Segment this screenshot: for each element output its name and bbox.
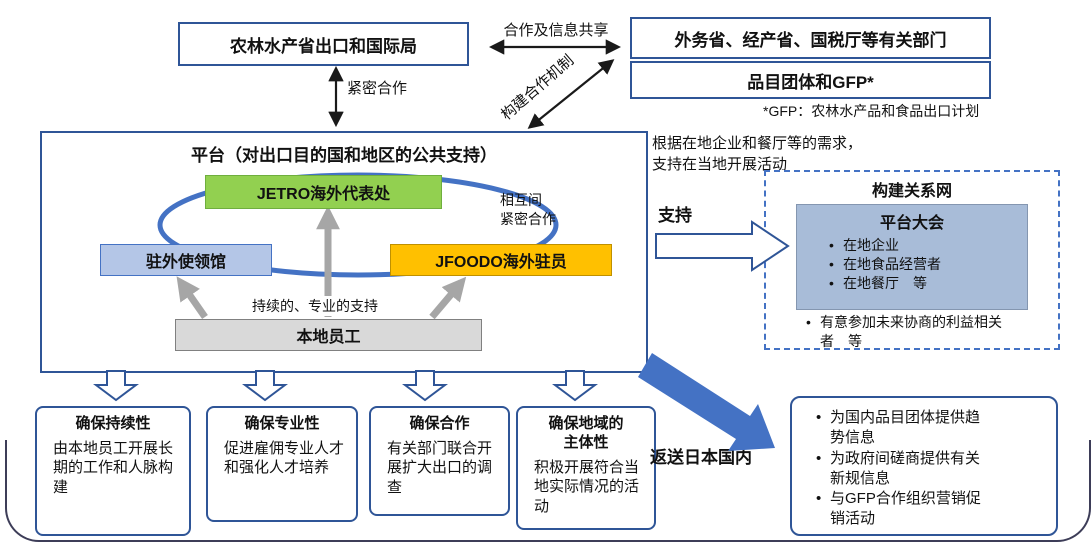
support-arrow-left — [176, 276, 208, 320]
close-coop-label: 紧密合作 — [347, 80, 408, 97]
support-arrow-right — [429, 276, 467, 320]
card-regional-initiative: 确保地域的 主体性 积极开展符合当地实际情况的活动 — [516, 406, 656, 530]
card-title: 确保持续性 — [75, 415, 151, 432]
card-body: 积极开展符合当地实际情况的活动 — [534, 458, 640, 515]
card-title: 确保专业性 — [244, 415, 320, 432]
jetro-box: JETRO海外代表处 — [205, 175, 442, 209]
network-title: 构建关系网 — [871, 183, 952, 200]
jfoodo-box: JFOODO海外驻员 — [390, 244, 612, 276]
platform-title: 平台（对出口目的国和地区的公共支持） — [191, 146, 497, 165]
assembly-bullet: 在地餐厅 等 — [827, 274, 1027, 293]
assembly-bullet: 在地食品经营者 — [827, 255, 1027, 274]
needs-text: 根据在地企业和餐厅等的需求， 支持在当地开展活动 — [652, 135, 863, 173]
return-japan-arrow — [638, 353, 775, 451]
maff-box-label: 农林水产省出口和国际局 — [230, 36, 417, 56]
card-title: 确保合作 — [409, 415, 470, 432]
down-arrow — [93, 370, 139, 402]
local-staff-box: 本地员工 — [175, 319, 482, 351]
assembly-bullets: 在地企业 在地食品经营者 在地餐厅 等 — [797, 233, 1027, 293]
assembly-bullet: 在地企业 — [827, 236, 1027, 255]
support-label: 支持 — [658, 206, 692, 225]
down-arrow — [552, 370, 598, 402]
embassy-box: 驻外使领馆 — [100, 244, 272, 276]
card-sustainability: 确保持续性 由本地员工开展长期的工作和人脉构建 — [35, 406, 191, 536]
card-body: 由本地员工开展长期的工作和人脉构建 — [53, 439, 174, 496]
ongoing-support-label: 持续的、专业的支持 — [250, 296, 380, 316]
domestic-feedback-box: 为国内品目团体提供趋势信息 为政府间磋商提供有关新规信息 与GFP合作组织营销促… — [790, 396, 1058, 536]
gfp-group-label: 品目团体和GFP* — [747, 72, 874, 92]
coop-info-label: 合作及信息共享 — [503, 22, 609, 39]
gfp-group-box: 品目团体和GFP* — [630, 61, 991, 99]
gfp-note: *GFP：农林水产品和食品出口计划 — [763, 103, 980, 119]
card-title: 确保地域的 主体性 — [548, 415, 624, 451]
down-arrow — [402, 370, 448, 402]
embassy-label: 驻外使领馆 — [145, 254, 226, 271]
card-expertise: 确保专业性 促进雇佣专业人才和强化人才培养 — [206, 406, 358, 522]
local-staff-label: 本地员工 — [296, 329, 361, 346]
stakeholder-bullet: 有意参加未来协商的利益相关者 等 — [804, 313, 1002, 351]
related-depts-label: 外务省、经产省、国税厅等有关部门 — [674, 30, 947, 50]
mutual-coop-label: 相互间 紧密合作 — [500, 192, 556, 227]
slide-border — [5, 440, 1091, 542]
platform-box: 平台（对出口目的国和地区的公共支持） JETRO海外代表处 驻外使领馆 JFOO… — [40, 131, 648, 373]
assembly-box: 平台大会 在地企业 在地食品经营者 在地餐厅 等 — [796, 204, 1028, 310]
card-body: 有关部门联合开展扩大出口的调查 — [387, 439, 493, 496]
card-body: 促进雇佣专业人才和强化人才培养 — [224, 439, 345, 477]
feedback-bullet: 为国内品目团体提供趋势信息 — [814, 408, 986, 449]
assembly-title: 平台大会 — [879, 215, 944, 232]
network-dashed-box: 构建关系网 平台大会 在地企业 在地食品经营者 在地餐厅 等 有意参加未来协商的… — [764, 170, 1060, 350]
card-cooperation: 确保合作 有关部门联合开展扩大出口的调查 — [369, 406, 510, 516]
return-japan-label: 返送日本国内 — [650, 448, 752, 467]
jfoodo-label: JFOODO海外驻员 — [435, 254, 567, 271]
feedback-bullet: 与GFP合作组织营销促销活动 — [814, 489, 986, 530]
down-arrow — [242, 370, 288, 402]
jetro-label: JETRO海外代表处 — [256, 186, 391, 203]
maff-box: 农林水产省出口和国际局 — [178, 22, 469, 66]
related-depts-box: 外务省、经产省、国税厅等有关部门 — [630, 17, 991, 59]
feedback-bullet: 为政府间磋商提供有关新规信息 — [814, 449, 986, 490]
